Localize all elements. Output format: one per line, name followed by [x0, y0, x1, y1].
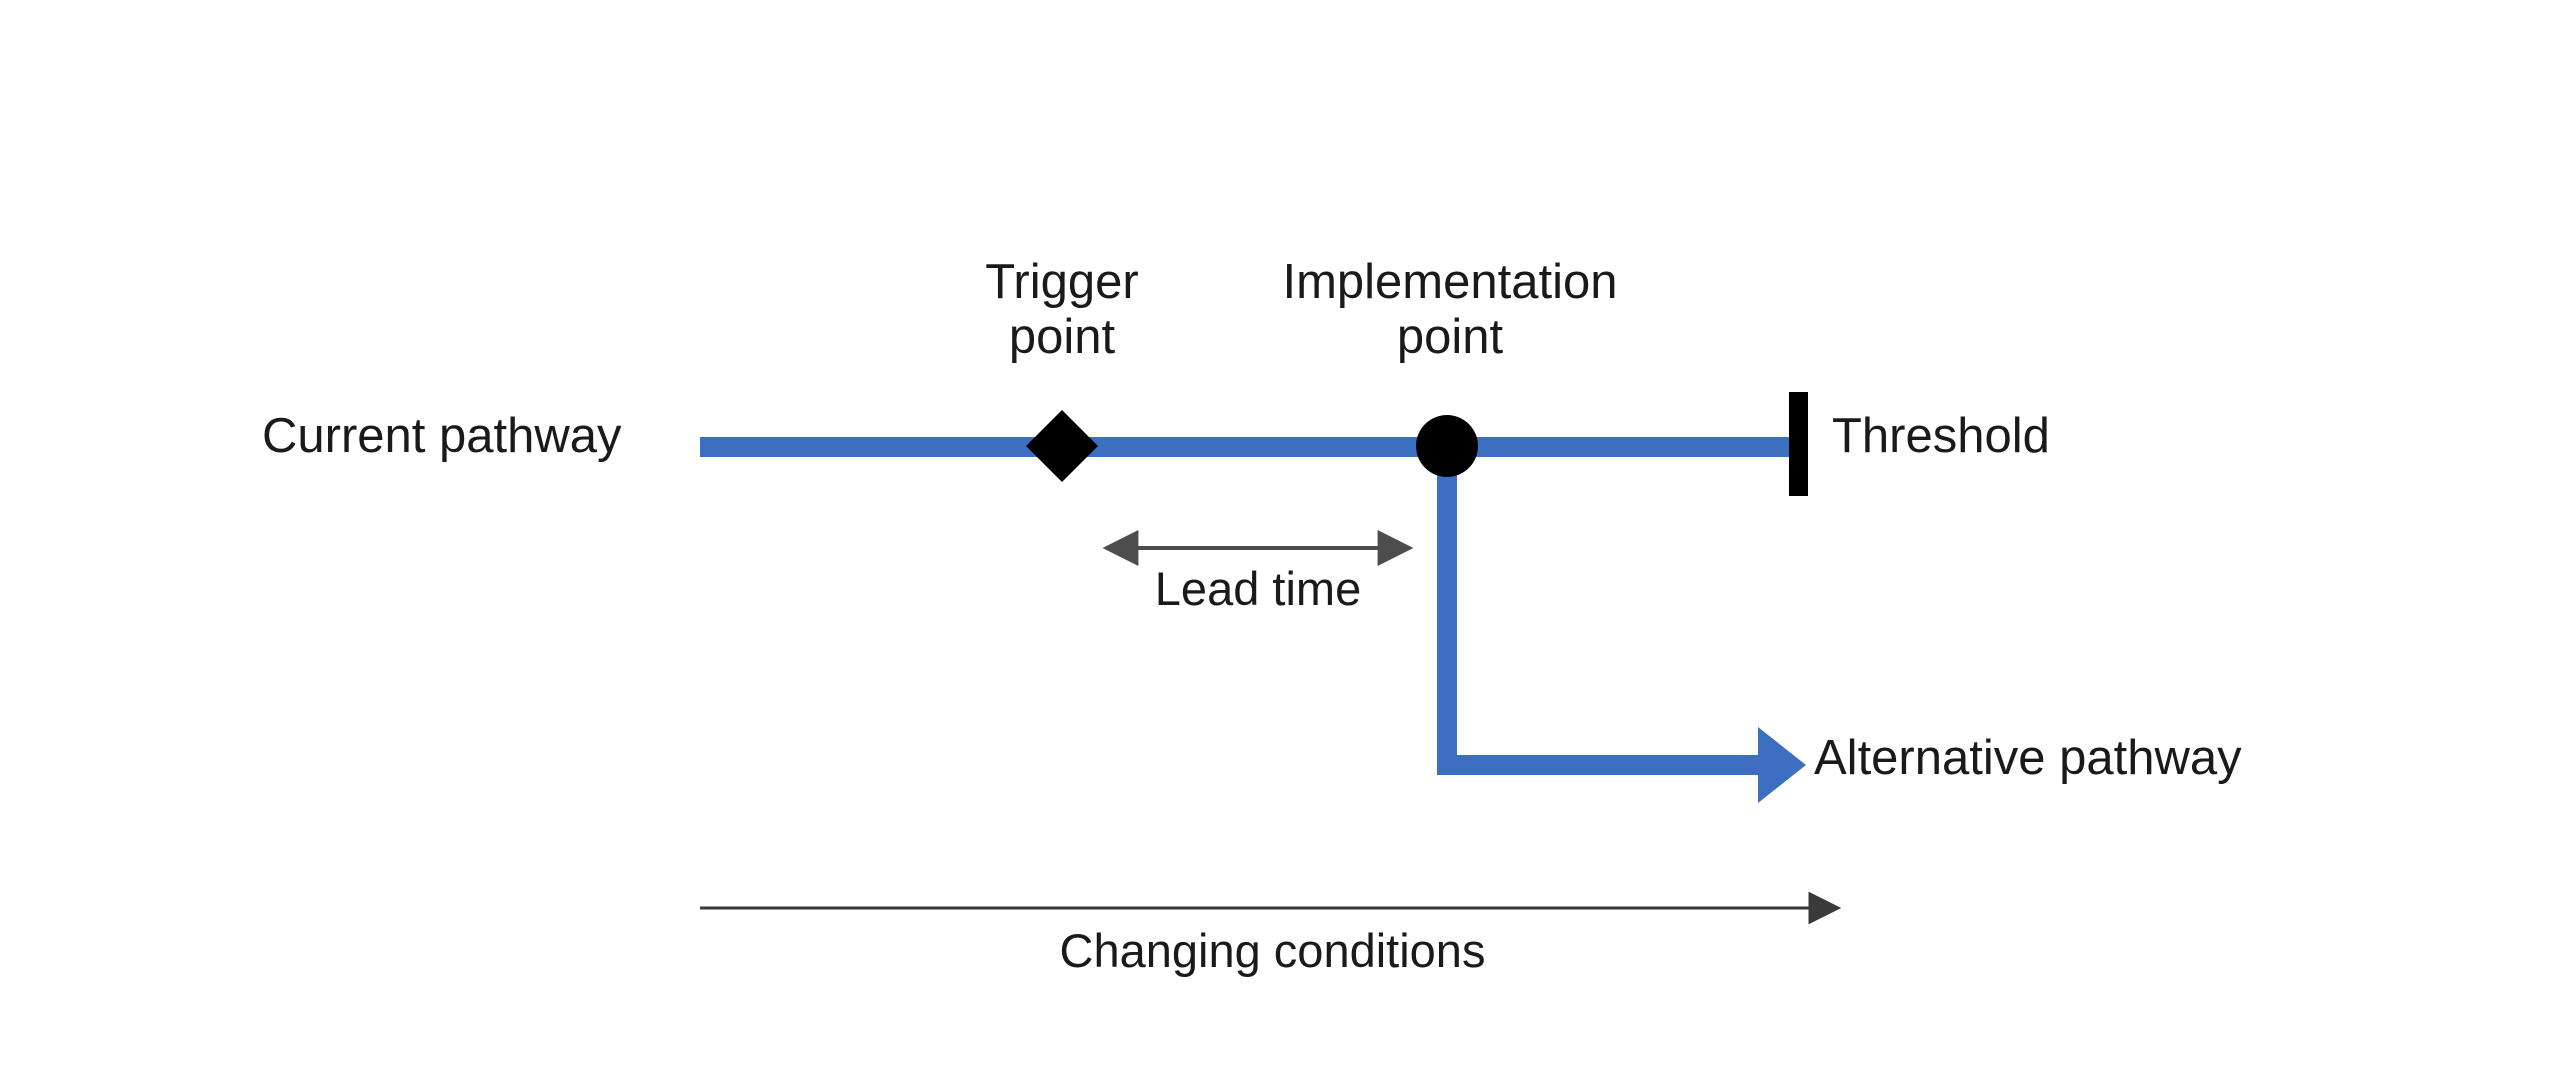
alternative-pathway-arrowhead	[1758, 727, 1806, 803]
implementation-point-label-line2: point	[1396, 309, 1504, 364]
current-pathway-line	[700, 437, 1800, 457]
current-pathway-line-group	[700, 437, 1800, 457]
lead-time-label: Lead time	[1154, 562, 1362, 615]
implementation-point-label: Implementation point	[1250, 255, 1650, 365]
alternative-pathway-label: Alternative pathway	[1814, 731, 2242, 785]
threshold-bar-icon	[1789, 392, 1808, 496]
implementation-point-label-line1: Implementation	[1282, 255, 1618, 309]
alternative-pathway-vertical-segment	[1437, 447, 1457, 775]
alternative-pathway-group	[1437, 447, 1806, 803]
trigger-point-label-line2: point	[1008, 309, 1116, 364]
threshold-label: Threshold	[1832, 409, 2050, 463]
trigger-point-label: Trigger point	[900, 255, 1224, 365]
trigger-point-diamond-icon	[1026, 410, 1098, 482]
implementation-point-circle-icon	[1416, 415, 1478, 477]
trigger-point-label-line1: Trigger	[985, 255, 1139, 309]
changing-conditions-label: Changing conditions	[1059, 924, 1486, 977]
alternative-pathway-horizontal-segment	[1437, 755, 1763, 775]
current-pathway-label: Current pathway	[262, 409, 622, 463]
